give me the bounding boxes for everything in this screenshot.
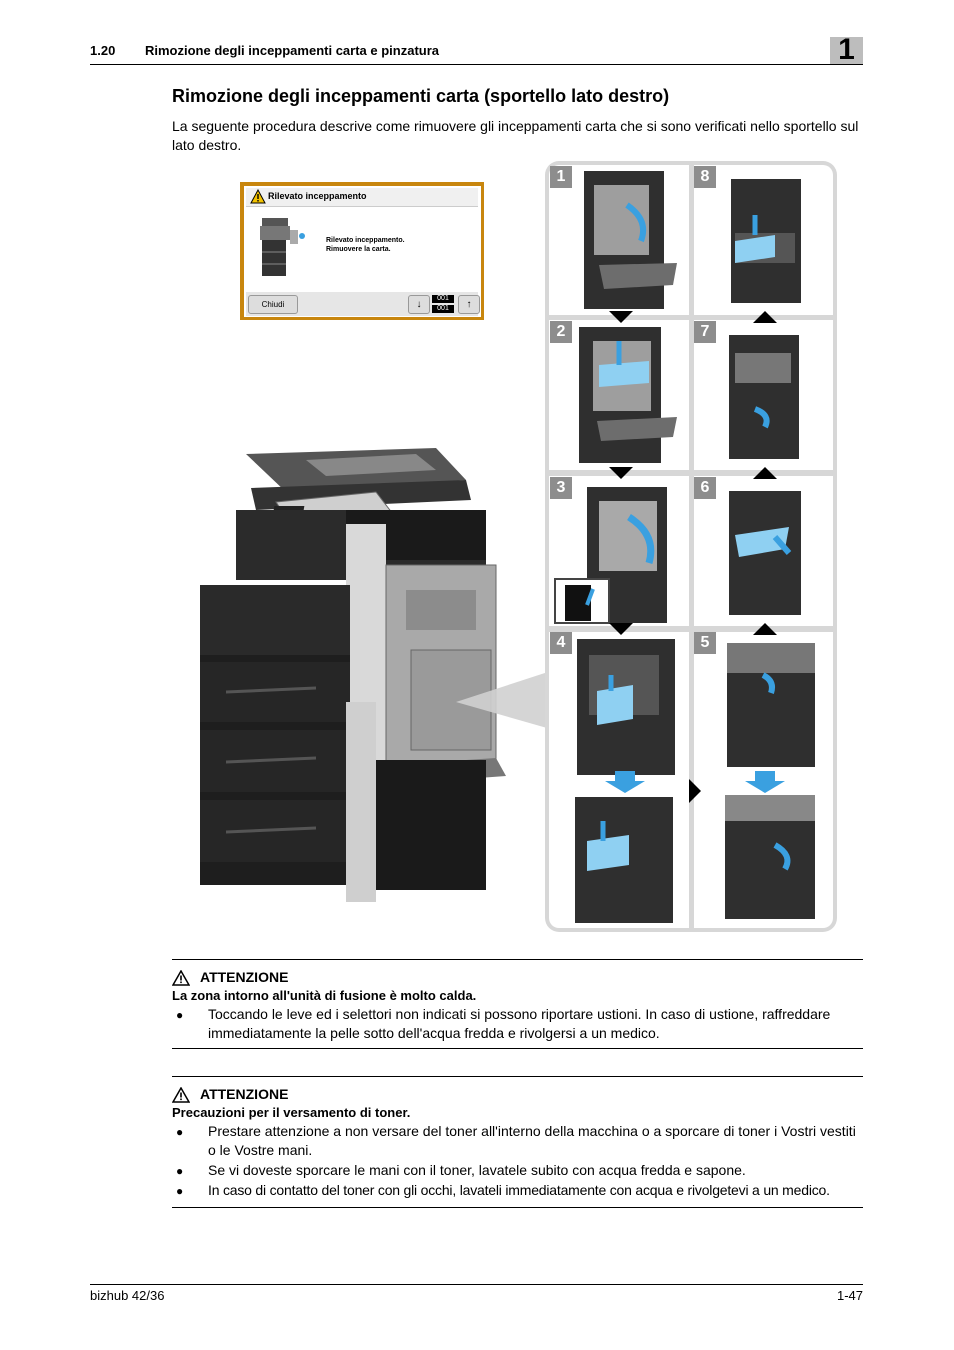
- warning-2-title: ATTENZIONE: [200, 1086, 289, 1102]
- step-number-2: 2: [550, 321, 572, 343]
- section-title: Rimozione degli inceppamenti carta e pin…: [145, 43, 440, 58]
- warning-1-subtitle: La zona intorno all'unità di fusione è m…: [172, 988, 477, 1003]
- footer-model: bizhub 42/36: [90, 1288, 165, 1303]
- step-number-3: 3: [550, 477, 572, 499]
- warning-2-subtitle: Precauzioni per il versamento di toner.: [172, 1105, 411, 1120]
- screen-title-bar: [246, 188, 478, 207]
- header-rule: [90, 64, 863, 65]
- scroll-down-button[interactable]: ↓: [408, 295, 430, 314]
- caution-triangle-icon: [172, 1087, 190, 1103]
- close-button[interactable]: Chiudi: [248, 295, 298, 314]
- warning-1-bottom-rule: [172, 1048, 863, 1049]
- step-number-4: 4: [550, 632, 572, 654]
- warning-1-item-1: Toccando le leve ed i selettori non indi…: [208, 1006, 831, 1041]
- bullet: ●: [176, 1164, 184, 1178]
- bullet: ●: [176, 1008, 184, 1022]
- screen-title: Rilevato inceppamento: [268, 191, 367, 201]
- scroll-up-button[interactable]: ↑: [458, 295, 480, 314]
- intro-text: La seguente procedura descrive come rimu…: [172, 118, 859, 153]
- warning-2-top-rule: [172, 1076, 863, 1077]
- step-number-1: 1: [550, 166, 572, 188]
- chapter-number: 1: [838, 33, 855, 66]
- machine-thumbnail-icon: [260, 218, 305, 276]
- step-number-7: 7: [694, 321, 716, 343]
- warning-1-top-rule: [172, 959, 863, 960]
- caution-triangle-icon: [172, 970, 190, 986]
- section-number: 1.20: [90, 43, 116, 58]
- step-number-6: 6: [694, 477, 716, 499]
- step-number-8: 8: [694, 166, 716, 188]
- step-illustrations: [554, 171, 815, 923]
- page-heading: Rimozione degli inceppamenti carta (spor…: [172, 86, 670, 106]
- bullet: ●: [176, 1184, 184, 1198]
- footer-rule: [90, 1284, 863, 1285]
- warning-icon: [250, 189, 266, 204]
- step-number-5: 5: [694, 632, 716, 654]
- warning-2-item-1: Prestare attenzione a non versare del to…: [208, 1123, 856, 1158]
- footer-page-number: 1-47: [836, 1288, 863, 1303]
- warning-2-item-3: In caso di contatto del toner con gli oc…: [208, 1182, 830, 1198]
- mfp-machine-illustration: [200, 448, 554, 902]
- warning-1-title: ATTENZIONE: [200, 969, 289, 985]
- counter-total: 001: [432, 305, 454, 313]
- warning-2-item-2: Se vi doveste sporcare le mani con il to…: [208, 1162, 746, 1178]
- bullet: ●: [176, 1125, 184, 1139]
- chapter-tab: [830, 37, 863, 64]
- warning-2-bottom-rule: [172, 1207, 863, 1208]
- screen-message: Rilevato inceppamento. Rimuovere la cart…: [326, 237, 405, 253]
- counter-current: 001: [432, 295, 454, 303]
